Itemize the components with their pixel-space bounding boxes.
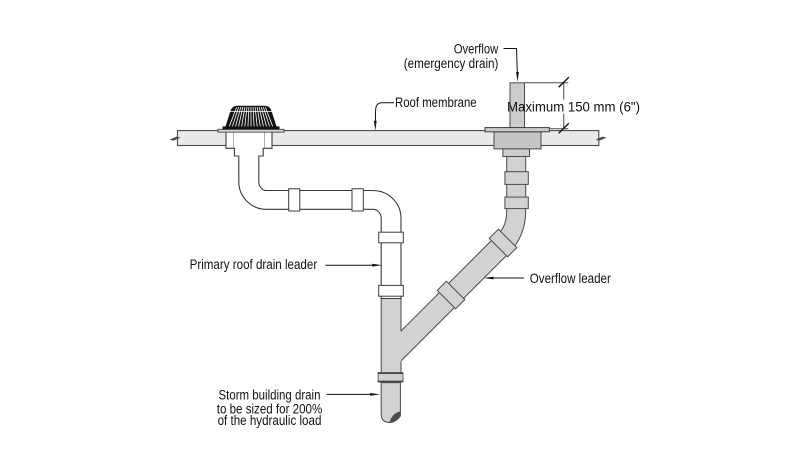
svg-text:of the hydraulic load: of the hydraulic load bbox=[218, 413, 322, 428]
svg-text:Roof membrane: Roof membrane bbox=[395, 95, 477, 110]
svg-text:Maximum 150 mm (6"): Maximum 150 mm (6") bbox=[507, 100, 640, 115]
svg-text:Primary roof drain leader: Primary roof drain leader bbox=[190, 257, 318, 272]
svg-text:Overflow: Overflow bbox=[454, 42, 499, 57]
svg-text:to be sized for 200%: to be sized for 200% bbox=[217, 401, 323, 416]
svg-text:Overflow leader: Overflow leader bbox=[530, 271, 611, 286]
svg-text:Storm building drain: Storm building drain bbox=[219, 388, 321, 403]
svg-text:(emergency drain): (emergency drain) bbox=[404, 56, 499, 71]
